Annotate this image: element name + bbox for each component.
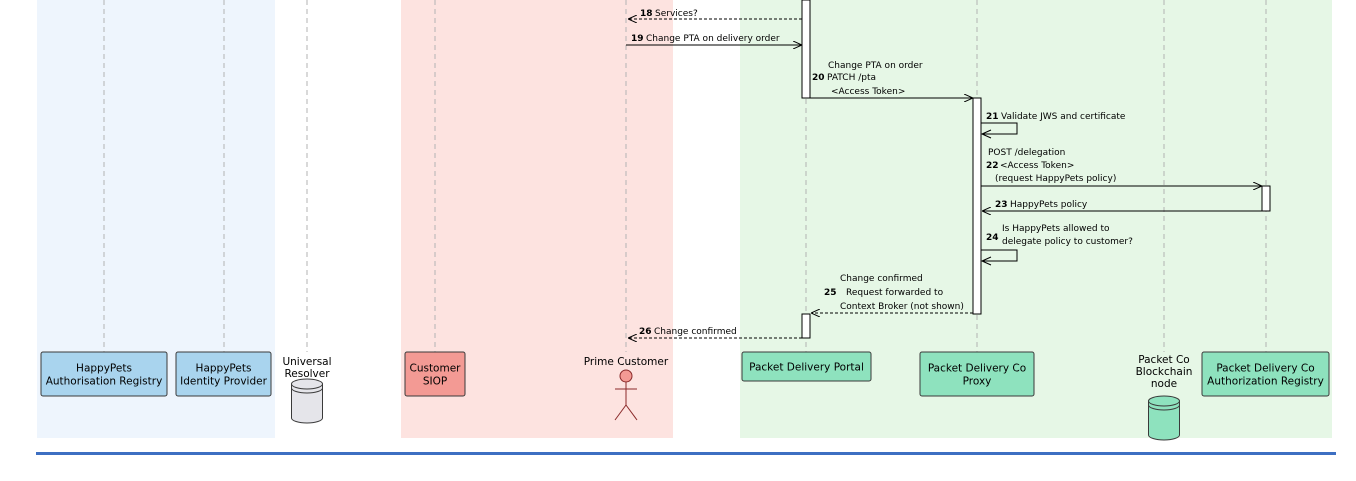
message-26-number: 26 <box>639 327 652 337</box>
message-25-label-line3: Context Broker (not shown) <box>840 302 964 312</box>
message-18-number: 18 <box>640 9 653 19</box>
message-25-number: 25 <box>824 288 837 298</box>
message-20-number: 20 <box>812 73 825 83</box>
message-24-self-arrow <box>981 249 1018 262</box>
message-21-label: Validate JWS and certificate <box>1001 112 1126 122</box>
customer-siop-label: Customer <box>409 363 461 375</box>
message-21-self-arrow <box>981 122 1018 135</box>
packet-co-blockchain-node-label: Blockchain <box>1136 366 1193 378</box>
activation-authz-registry <box>1261 185 1271 212</box>
packet-co-blockchain-node-label: Packet Co <box>1138 354 1189 366</box>
happypets-identity-provider-label: HappyPets <box>196 363 252 375</box>
message-22-label-line1: POST /delegation <box>988 148 1065 158</box>
message-26-label: Change confirmed <box>654 327 737 337</box>
database-icon <box>1148 395 1180 441</box>
packet-delivery-co-proxy-box <box>919 351 1035 397</box>
universal-resolver-label: Resolver <box>284 368 330 380</box>
message-19-label: Change PTA on delivery order <box>646 34 780 44</box>
activation-proxy <box>972 97 982 315</box>
packet-delivery-portal-label: Packet Delivery Portal <box>749 362 864 374</box>
prime-customer-label: Prime Customer <box>584 356 669 368</box>
message-24-label-line1: Is HappyPets allowed to <box>1002 224 1110 234</box>
packet-delivery-portal-box <box>741 351 872 382</box>
activation-portal-1 <box>801 0 811 99</box>
actor-icon <box>614 369 638 421</box>
message-23-number: 23 <box>995 200 1008 210</box>
happypets-authorisation-registry-box <box>40 351 168 397</box>
message-22-number: 22 <box>986 161 999 171</box>
message-21-number: 21 <box>986 112 999 122</box>
message-22-label-line3: (request HappyPets policy) <box>995 174 1116 184</box>
activation-portal-2 <box>801 313 811 339</box>
happypets-identity-provider-box <box>175 351 272 397</box>
happypets-identity-provider-label: Identity Provider <box>180 376 267 388</box>
universal-resolver-label: Universal <box>282 356 331 368</box>
message-24-label-line2: delegate policy to customer? <box>1002 237 1133 247</box>
message-19-number: 19 <box>631 34 644 44</box>
packet-delivery-co-proxy-label: Proxy <box>963 376 992 388</box>
customer-siop-label: SIOP <box>423 376 447 388</box>
packet-delivery-co-authorization-registry-box <box>1201 351 1330 397</box>
message-22-label-line2: <Access Token> <box>1000 161 1074 171</box>
packet-delivery-co-proxy-label: Packet Delivery Co <box>928 363 1026 375</box>
footer-rule <box>36 452 1336 455</box>
message-20-label-line1: Change PTA on order <box>828 61 923 71</box>
packet-co-blockchain-node-label: node <box>1151 378 1177 390</box>
message-21-self-arrow-head <box>980 129 992 139</box>
message-24-self-arrow-head <box>980 256 992 266</box>
message-20-label-line3: <Access Token> <box>831 87 905 97</box>
message-23-label: HappyPets policy <box>1010 200 1088 210</box>
happypets-authorisation-registry-label: Authorisation Registry <box>46 376 163 388</box>
packet-delivery-co-authorization-registry-label: Authorization Registry <box>1207 376 1324 388</box>
happypets-authorisation-registry-label: HappyPets <box>76 363 132 375</box>
message-18-label: Services? <box>655 9 698 19</box>
message-20-label-line2: PATCH /pta <box>827 73 876 83</box>
packet-delivery-co-authorization-registry-label: Packet Delivery Co <box>1216 363 1314 375</box>
database-icon <box>291 378 323 424</box>
message-25-label-line1: Change confirmed <box>840 274 923 284</box>
message-24-number: 24 <box>986 233 999 243</box>
message-25-label-line2: Request forwarded to <box>846 288 944 298</box>
customer-siop-box <box>404 351 466 397</box>
